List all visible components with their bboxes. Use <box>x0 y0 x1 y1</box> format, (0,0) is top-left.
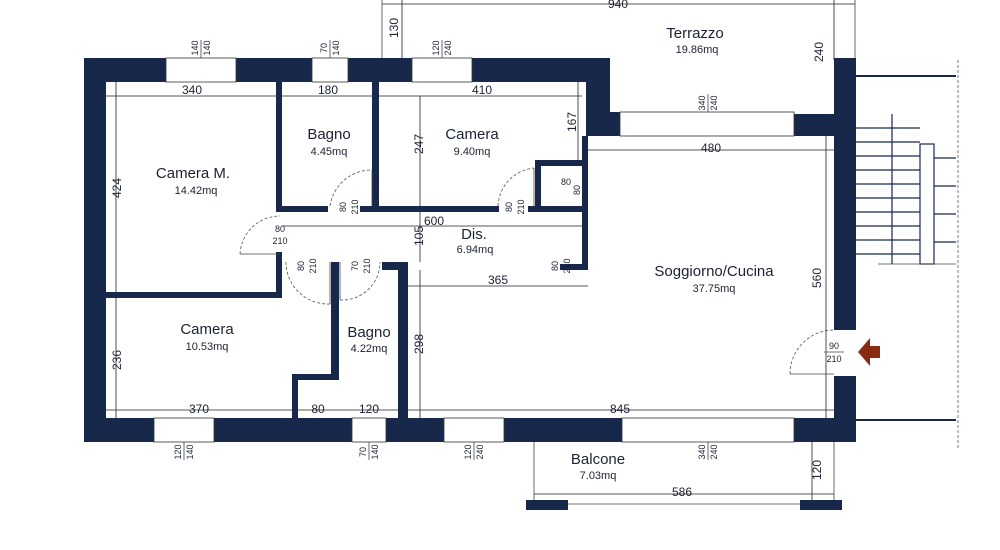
window-ticks <box>183 40 709 460</box>
room-balcone-area: 7.03mq <box>580 470 617 482</box>
door-camera-m-height: 210 <box>272 236 287 246</box>
entry-arrow-icon <box>858 338 880 366</box>
dim-balcone-width: 586 <box>672 485 692 499</box>
door-bagno-2-width: 70 <box>350 261 360 271</box>
dim-bagno-1-width: 180 <box>318 83 338 97</box>
window-living-top-width: 340 <box>697 95 707 110</box>
dim-camera-2-depth: 236 <box>110 350 124 370</box>
window-top-1-width: 140 <box>190 40 200 55</box>
room-bagno-1-area: 4.45mq <box>311 146 348 158</box>
room-soggiorno-area: 37.75mq <box>693 283 736 295</box>
door-camera-m-width: 80 <box>275 224 285 234</box>
door-camera-1-height: 210 <box>516 199 526 214</box>
dim-dis-width: 105 <box>412 226 426 246</box>
room-camera-1-area: 9.40mq <box>454 146 491 158</box>
room-terrazzo-area: 19.86mq <box>676 44 719 56</box>
room-dis-area: 6.94mq <box>457 244 494 256</box>
dim-corridor-to-living: 365 <box>488 273 508 287</box>
dim-soggiorno-width-bottom: 845 <box>610 402 630 416</box>
door-living-height: 210 <box>562 258 572 273</box>
window-top-3-width: 120 <box>431 40 441 55</box>
dim-camera-1-depth: 247 <box>412 134 426 154</box>
door-camera-1-width: 80 <box>504 202 514 212</box>
door-closet-height: 80 <box>572 185 582 195</box>
dim-camera-1-niche: 167 <box>565 112 579 132</box>
dim-camera-2-width: 370 <box>189 402 209 416</box>
door-closet-width: 80 <box>561 177 571 187</box>
room-camera-2-name: Camera <box>180 321 234 338</box>
door-bagno-1-width: 80 <box>338 202 348 212</box>
balcone-outline <box>526 442 842 510</box>
room-balcone-name: Balcone <box>571 451 625 468</box>
dim-terrazzo-depth-right: 240 <box>812 42 826 62</box>
dim-dis-length: 600 <box>424 214 444 228</box>
door-living-width: 80 <box>550 261 560 271</box>
dim-balcone-depth: 120 <box>810 460 824 480</box>
dim-soggiorno-width-top: 480 <box>701 141 721 155</box>
dim-bagno-2-width-b: 120 <box>359 402 379 416</box>
walls <box>84 58 856 442</box>
dim-camera-m-depth: 424 <box>110 178 124 198</box>
door-entry-height: 210 <box>826 354 841 364</box>
window-bottom-4-width: 340 <box>697 444 707 459</box>
window-bottom-1-width: 120 <box>173 444 183 459</box>
window-bottom-1-height: 140 <box>185 444 195 459</box>
dim-camera-1-width: 410 <box>472 83 492 97</box>
room-camera-2-area: 10.53mq <box>186 341 229 353</box>
window-bottom-3-width: 120 <box>463 444 473 459</box>
room-terrazzo-name: Terrazzo <box>666 25 724 42</box>
door-entry-width: 90 <box>829 341 839 351</box>
window-living-top-height: 240 <box>709 95 719 110</box>
dim-soggiorno-depth: 560 <box>810 268 824 288</box>
door-bagno-1-height: 210 <box>350 199 360 214</box>
door-swings <box>239 167 835 375</box>
room-camera-m-name: Camera M. <box>156 165 230 182</box>
window-bottom-2-width: 70 <box>358 447 368 457</box>
dim-terrazzo-width: 940 <box>608 0 628 11</box>
room-bagno-1-name: Bagno <box>307 126 350 143</box>
window-top-3-height: 240 <box>443 40 453 55</box>
window-bottom-4-height: 240 <box>709 444 719 459</box>
door-camera-2-height: 210 <box>308 258 318 273</box>
window-bottom-3-height: 240 <box>475 444 485 459</box>
room-bagno-2-area: 4.22mq <box>351 343 388 355</box>
dimension-lines <box>106 82 834 418</box>
room-soggiorno-name: Soggiorno/Cucina <box>654 263 774 280</box>
window-top-1-height: 140 <box>202 40 212 55</box>
room-dis-name: Dis. <box>461 226 487 243</box>
terrazzo-outline <box>381 0 856 60</box>
dim-camera-m-width: 340 <box>182 83 202 97</box>
door-camera-2-width: 80 <box>296 261 306 271</box>
door-bagno-2-height: 210 <box>362 258 372 273</box>
staircase <box>856 60 959 450</box>
room-camera-m-area: 14.42mq <box>175 185 218 197</box>
window-top-2-height: 140 <box>331 40 341 55</box>
dim-bagno-2-width-a: 80 <box>311 402 325 416</box>
room-camera-1-name: Camera <box>445 126 499 143</box>
window-top-2-width: 70 <box>319 43 329 53</box>
window-bottom-2-height: 140 <box>370 444 380 459</box>
dim-terrazzo-depth-left: 130 <box>387 18 401 38</box>
dim-bagno-2-depth: 298 <box>412 334 426 354</box>
room-bagno-2-name: Bagno <box>347 324 390 341</box>
windows <box>153 57 795 443</box>
